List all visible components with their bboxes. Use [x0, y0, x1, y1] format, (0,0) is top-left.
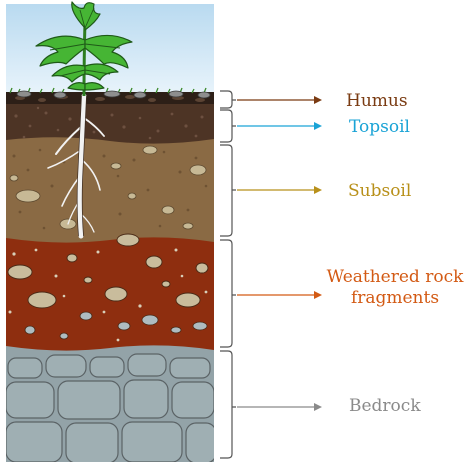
arrow-weathered — [237, 291, 322, 299]
bracket-topsoil — [220, 109, 236, 143]
bracket-humus — [220, 90, 236, 109]
plant-roots — [47, 93, 105, 239]
plant — [35, 1, 133, 97]
plant-roots-outline — [76, 95, 87, 237]
label-weathered-rock-fragments: Weathered rock fragments — [326, 267, 464, 308]
bracket-bedrock — [220, 350, 236, 459]
layer-arrows — [237, 96, 322, 411]
bedrock-texture — [6, 353, 214, 462]
label-bedrock: Bedrock — [349, 396, 421, 416]
layer-brackets — [220, 90, 236, 459]
surface-rocks — [16, 90, 211, 99]
arrow-subsoil — [237, 186, 322, 194]
label-topsoil: Topsoil — [349, 117, 410, 137]
bracket-subsoil — [220, 144, 236, 237]
arrow-topsoil — [237, 122, 322, 130]
label-humus: Humus — [346, 91, 408, 111]
weathered-texture — [7, 233, 209, 342]
arrow-bedrock — [237, 403, 322, 411]
surface-grass — [9, 87, 207, 94]
subsoil-layer — [6, 137, 214, 245]
subsoil-texture — [9, 145, 208, 230]
label-subsoil: Subsoil — [348, 181, 412, 201]
bracket-weathered — [220, 239, 236, 348]
arrow-humus — [237, 96, 322, 104]
